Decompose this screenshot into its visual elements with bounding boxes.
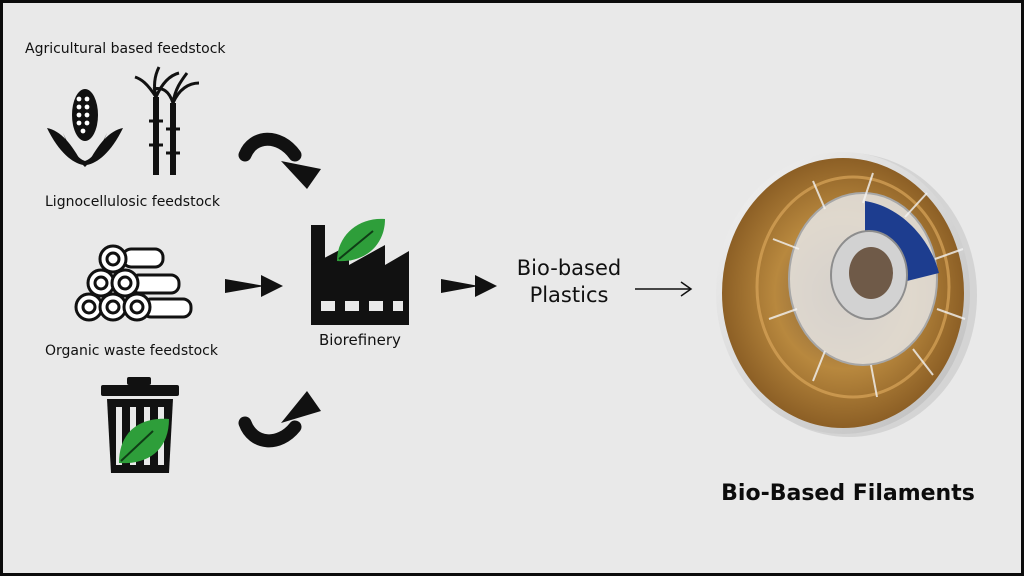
biorefinery-label: Biorefinery [319,331,401,349]
corn-icon [47,89,123,167]
agricultural-feedstock-label: Agricultural based feedstock [25,41,226,57]
organic-waste-feedstock-label: Organic waste feedstock [45,343,218,359]
lignocellulosic-feedstock-label: Lignocellulosic feedstock [45,194,220,210]
bio-based-filaments-title: Bio-Based Filaments [721,481,975,506]
filament-spool-image [716,152,977,437]
logs-icon [74,244,193,322]
plastics-line-1: Bio-based [516,256,622,280]
curved-arrow-down-icon [238,132,321,189]
arrow-to-biorefinery-icon [225,275,283,297]
diagram-graphics [47,66,977,473]
curved-arrow-up-icon [238,391,321,448]
arrow-to-plastics-icon [441,275,497,297]
trash-bin-icon [101,377,179,473]
factory-icon [311,218,409,325]
plastics-line-2: Plastics [529,283,609,307]
sugarcane-icon [134,66,200,175]
thin-arrow-to-filament-icon [635,281,693,297]
bio-based-plastics-label: Bio-based Plastics [499,255,639,309]
